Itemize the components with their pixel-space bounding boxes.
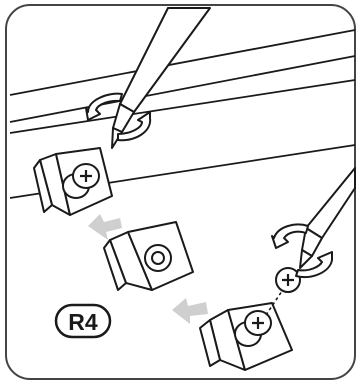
step-label-text: R4 <box>68 309 98 335</box>
bracket-hole <box>145 245 171 271</box>
phillips-screw-icon <box>276 268 300 292</box>
assembly-arrow-icon <box>172 298 208 324</box>
screwdriver-icon <box>112 8 210 148</box>
step-label: R4 <box>56 305 110 337</box>
